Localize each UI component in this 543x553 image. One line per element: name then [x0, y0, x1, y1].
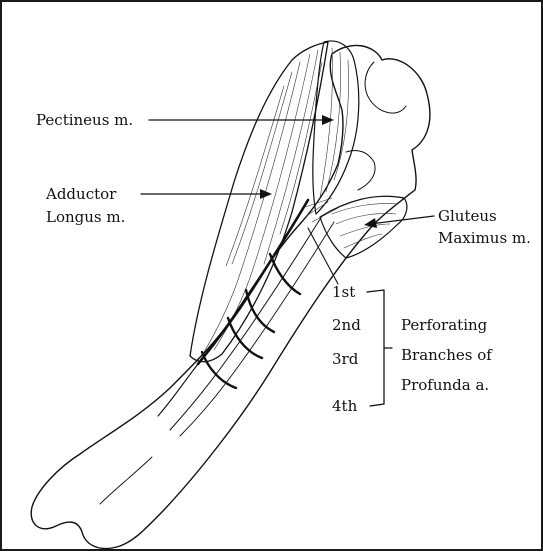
gluteus-label-line2: Maximus m. [438, 227, 531, 250]
adductor-label-line2: Longus m. [46, 206, 125, 229]
branch-label-2nd: 2nd [332, 314, 361, 337]
linea-aspera [170, 216, 322, 430]
branch-label-4th: 4th [332, 395, 357, 418]
linea-aspera-2 [180, 222, 334, 436]
gluteus-fibers [302, 198, 398, 248]
gluteus-arrowhead [364, 218, 377, 228]
gluteus-label-line1: Gluteus [438, 205, 497, 228]
pectineus-arrowhead [322, 115, 334, 125]
adductor-label-line1: Adductor [46, 183, 116, 206]
perforating-label-line2: Branches of [401, 344, 492, 367]
branches-bracket [367, 290, 392, 406]
profunda-artery [198, 200, 308, 364]
branch-label-3rd: 3rd [332, 348, 358, 371]
perforating-label-line1: Perforating [401, 314, 487, 337]
perforating-label-line3: Profunda a. [401, 374, 489, 397]
pectineus-muscle [313, 41, 359, 214]
branch-label-1st: 1st [332, 281, 355, 304]
trochanter-contour [365, 62, 406, 113]
distal-shaft-line [100, 457, 152, 504]
pectineus-label: Pectineus m. [36, 109, 133, 132]
vessel-continuation [158, 364, 198, 416]
gluteus-leader [370, 216, 434, 224]
